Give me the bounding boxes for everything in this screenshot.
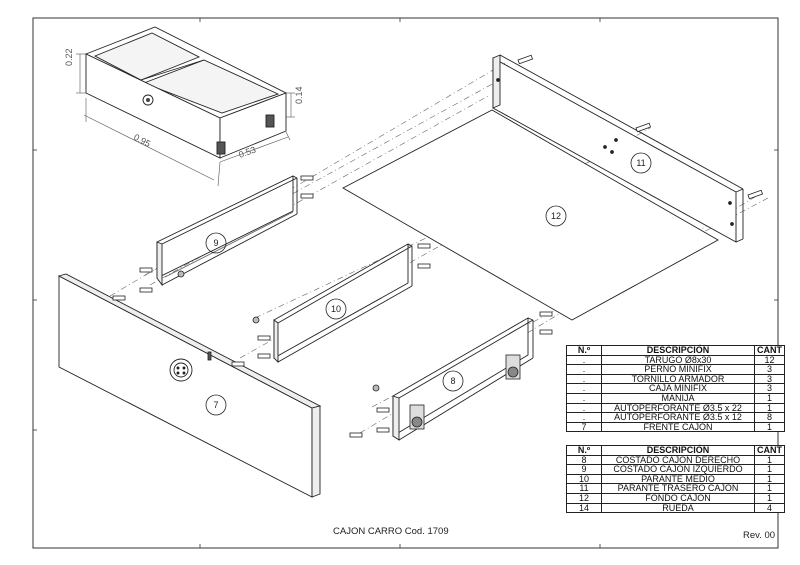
balloon-11	[630, 152, 652, 174]
balloon-7-label: 7	[213, 400, 218, 410]
dim-width-label: 0.95	[132, 132, 152, 149]
part-8-right-side	[392, 317, 534, 441]
balloon-12-label: 12	[551, 211, 561, 221]
cell-description: AUTOPERFORANTE Ø3.5 x 12	[601, 412, 755, 423]
revision-label: Rev. 00	[743, 530, 776, 541]
assembled-drawer-view	[84, 26, 288, 159]
dowels-part-8	[372, 311, 553, 433]
cell-number: .	[566, 392, 602, 404]
cell-description: MANIJA	[601, 392, 755, 404]
cell-quantity: 1	[754, 492, 785, 504]
cell-description: FONDO CAJON	[601, 492, 755, 504]
col-quantity-header: CANT	[754, 445, 785, 456]
balloon-10-label: 10	[331, 304, 341, 314]
cell-number: .	[566, 364, 602, 375]
bom-header-row: N.º DESCRIPCIÓN CANT	[566, 345, 785, 356]
cell-quantity: 1	[754, 392, 785, 404]
balloon-9	[205, 232, 227, 254]
balloon-8	[442, 370, 464, 392]
dim-drawer-height-label: 0.14	[294, 86, 304, 104]
part-12-bottom-panel	[342, 109, 719, 321]
col-description-header: DESCRIPCIÓN	[601, 345, 755, 356]
col-quantity-header: CANT	[754, 345, 785, 356]
col-number-header: N.º	[566, 445, 602, 456]
cell-quantity: 1	[754, 464, 785, 475]
dowels-part-7	[112, 295, 363, 438]
balloon-11-label: 11	[636, 158, 645, 168]
cell-quantity: 8	[754, 412, 785, 423]
cell-quantity: 3	[754, 364, 785, 375]
dim-height-label: 0.22	[64, 48, 74, 66]
cell-number: 14	[566, 502, 602, 514]
cell-quantity: 1	[754, 421, 785, 433]
dowels-part-11	[517, 54, 764, 200]
cell-number: 9	[566, 464, 602, 475]
cell-description: PERNO MINIFIX	[601, 364, 755, 375]
part-9-left-side	[156, 175, 298, 287]
wheels-part-8	[409, 354, 521, 430]
part-11-back-rail	[492, 54, 744, 243]
dowels-part-10	[252, 243, 431, 359]
cell-description: COSTADO CAJON IZQUIERDO	[601, 464, 755, 475]
col-number-header: N.º	[566, 345, 602, 356]
part-10-middle-rail	[273, 243, 413, 364]
part-balloons	[205, 152, 652, 416]
col-description-header: DESCRIPCIÓN	[601, 445, 755, 456]
balloon-7	[205, 394, 227, 416]
part-7-front-panel	[57, 273, 322, 498]
bom-header-row: N.º DESCRIPCIÓN CANT	[566, 445, 785, 456]
sheet-border	[32, 17, 779, 549]
dimension-lines	[76, 53, 295, 187]
cell-number: 7	[566, 421, 602, 433]
cell-description: FRENTE CAJON	[601, 421, 755, 433]
cell-number: 12	[566, 492, 602, 504]
cell-quantity: 4	[754, 502, 785, 514]
balloon-10	[325, 298, 347, 320]
balloon-12	[545, 205, 567, 227]
drawing-title: CAJON CARRO Cod. 1709	[333, 526, 449, 537]
cell-description: RUEDA	[601, 502, 755, 514]
dowels-part-9	[139, 175, 314, 293]
cell-number: .	[566, 412, 602, 423]
balloon-8-label: 8	[450, 376, 455, 386]
balloon-9-label: 9	[213, 238, 218, 248]
